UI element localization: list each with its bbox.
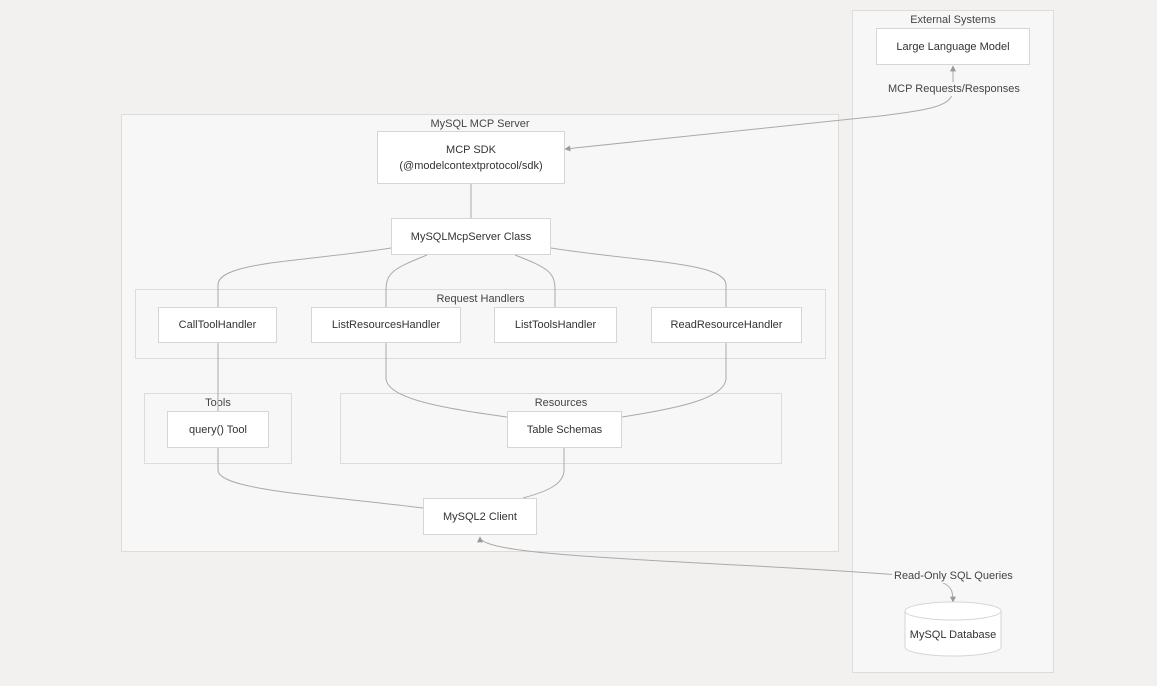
table-schemas-label: Table Schemas <box>526 423 603 436</box>
list-tools-handler-node: ListToolsHandler <box>494 307 617 343</box>
llm-node: Large Language Model <box>876 28 1030 65</box>
resources-title: Resources <box>534 397 588 409</box>
query-tool-node: query() Tool <box>167 411 269 448</box>
edge-listresources-schemas <box>385 343 508 418</box>
call-tool-handler-label: CallToolHandler <box>178 319 257 331</box>
table-schemas-node: Table Schemas <box>507 411 622 448</box>
server-class-node: MySQLMcpServer Class <box>391 218 551 255</box>
mcp-sdk-node: MCP SDK (@modelcontextprotocol/sdk) <box>377 131 565 184</box>
mcp-sdk-label: MCP SDK <box>446 143 496 156</box>
edge-server-listresources <box>385 254 428 307</box>
list-resources-handler-label: ListResourcesHandler <box>331 319 441 331</box>
edge-label-mcp: MCP Requests/Responses <box>886 82 1022 96</box>
edge-llm-sdk <box>564 65 956 152</box>
mysql-mcp-server-title: MySQL MCP Server <box>430 118 530 130</box>
edge-query-client <box>217 448 424 509</box>
edge-label-sql: Read-Only SQL Queries <box>892 569 1015 583</box>
list-tools-handler-label: ListToolsHandler <box>514 319 597 331</box>
mysql2-client-node: MySQL2 Client <box>423 498 537 535</box>
edge-readresource-schemas <box>621 343 727 418</box>
edge-client-database <box>477 536 956 603</box>
mcp-sdk-package-label: (@modelcontextprotocol/sdk) <box>399 159 543 172</box>
edge-server-calltool <box>217 247 392 307</box>
call-tool-handler-node: CallToolHandler <box>158 307 277 343</box>
read-resource-handler-label: ReadResourceHandler <box>670 319 783 331</box>
mysql2-client-label: MySQL2 Client <box>443 510 517 523</box>
edge-server-readresource <box>550 247 727 307</box>
edge-server-listtools <box>514 254 556 307</box>
list-resources-handler-node: ListResourcesHandler <box>311 307 461 343</box>
external-systems-title: External Systems <box>910 14 996 26</box>
read-resource-handler-node: ReadResourceHandler <box>651 307 802 343</box>
edge-schemas-client <box>522 448 565 499</box>
server-class-label: MySQLMcpServer Class <box>410 230 532 243</box>
llm-label: Large Language Model <box>896 40 1010 53</box>
database-cylinder <box>904 601 1002 657</box>
query-tool-label: query() Tool <box>189 423 247 436</box>
mysql-database-label: MySQL Database <box>909 629 997 641</box>
request-handlers-title: Request Handlers <box>436 293 525 305</box>
